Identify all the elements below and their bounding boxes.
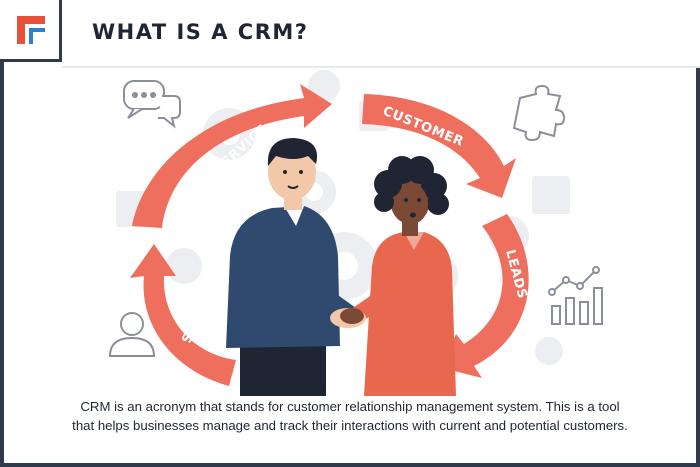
logo-box — [0, 0, 62, 62]
customer-arrow — [362, 94, 516, 198]
header-band — [62, 0, 700, 68]
man-figure — [226, 138, 356, 396]
caption-line-1: CRM is an acronym that stands for custom… — [80, 399, 620, 414]
caption: CRM is an acronym that stands for custom… — [40, 397, 660, 435]
woman-figure — [344, 156, 456, 396]
chat-bubbles-icon — [123, 80, 181, 129]
handshake — [330, 308, 366, 328]
bar-chart-icon — [548, 266, 603, 325]
sales-arrow — [130, 244, 236, 386]
sales-label: SALES — [180, 294, 211, 345]
brand-corner-logo-icon — [17, 16, 45, 44]
page-title: WHAT IS A CRM? — [92, 20, 309, 44]
service-arrow — [132, 84, 332, 228]
leads-arrow — [442, 214, 529, 378]
crm-cycle-illustration: SERVICE CUSTOMER LEADS SALES — [108, 70, 603, 396]
caption-line-2: that helps businesses manage and track t… — [72, 418, 628, 433]
puzzle-icon — [512, 84, 566, 142]
user-icon — [108, 312, 156, 357]
